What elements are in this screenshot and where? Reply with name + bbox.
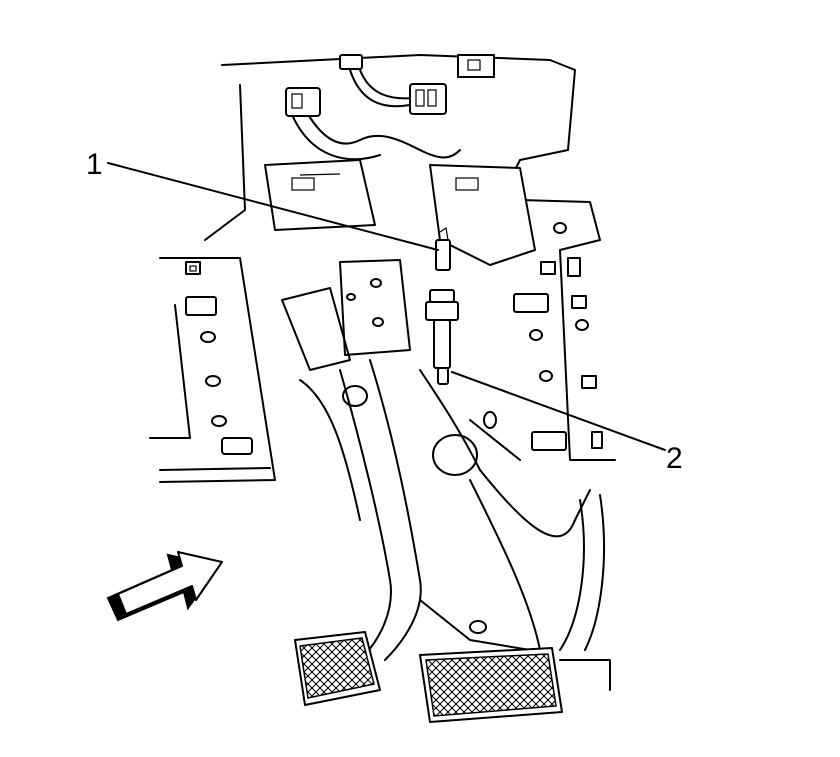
upper-dash-bracket xyxy=(204,54,576,266)
left-pedal-pad xyxy=(294,631,381,706)
right-floor-panel xyxy=(469,199,616,461)
left-floor-panel xyxy=(149,257,276,483)
callout-2-label: 2 xyxy=(666,442,683,475)
callout-1-leader xyxy=(107,162,439,251)
callout-1-label: 1 xyxy=(86,148,103,181)
brake-lamp-switch xyxy=(435,226,451,271)
floor-lines xyxy=(419,599,611,691)
view-direction-arrow-icon xyxy=(106,551,223,622)
right-pedal-pad xyxy=(419,647,563,723)
harness-connector-right xyxy=(409,83,447,115)
harness-connector-left xyxy=(285,87,321,117)
pedal-switch-plunger xyxy=(425,289,459,385)
wiring-harness xyxy=(285,54,461,161)
brake-pedal-arm xyxy=(469,469,605,651)
pedal-support-bracket xyxy=(281,259,497,521)
callout-2-leader xyxy=(451,371,666,451)
clutch-pedal-arm xyxy=(339,359,422,661)
callout-leaders xyxy=(107,162,666,451)
